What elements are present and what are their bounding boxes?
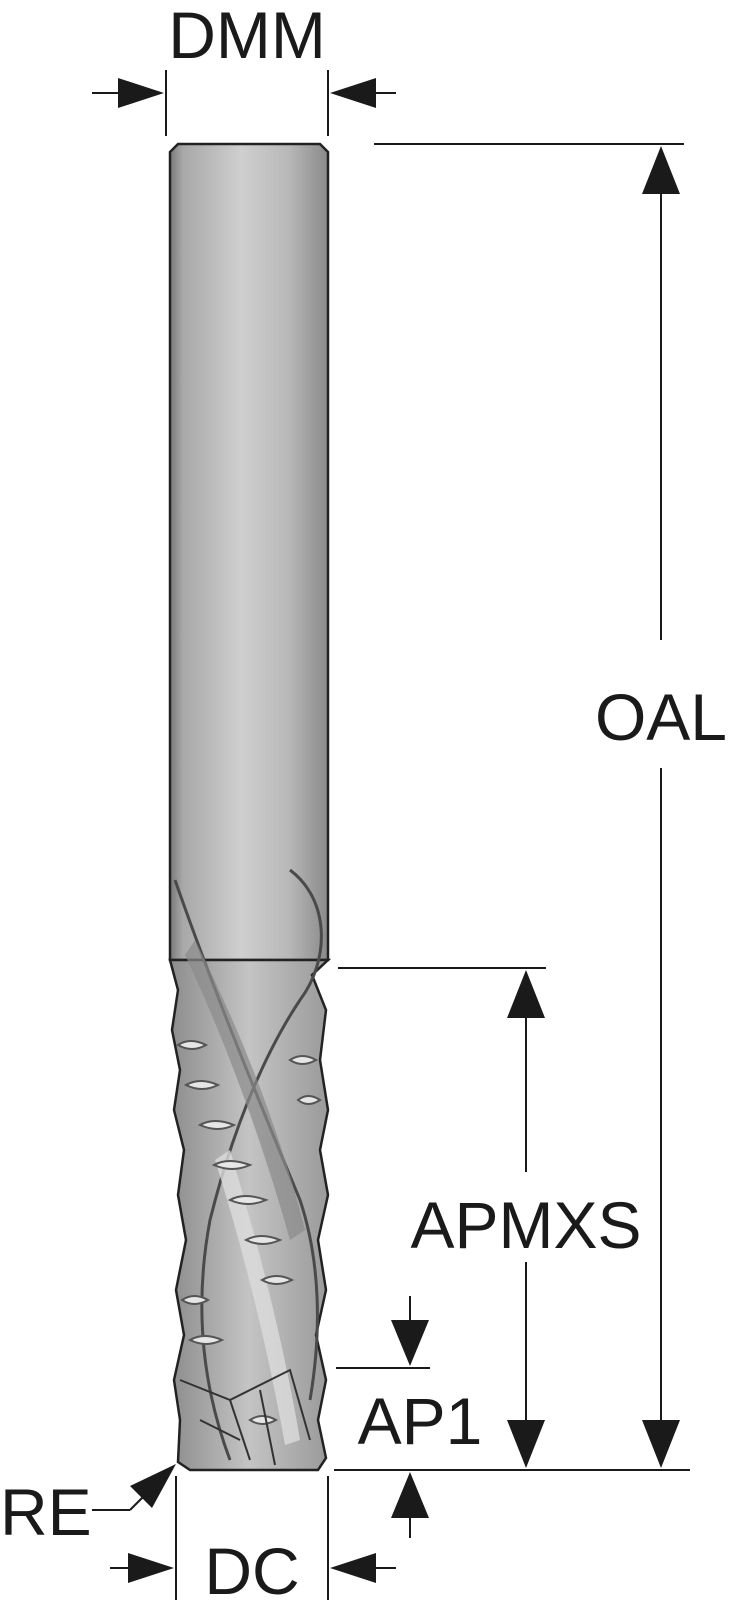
dmm-dimension xyxy=(92,70,396,136)
oal-arrow-top xyxy=(642,146,680,194)
re-callout xyxy=(92,1464,176,1511)
dc-arrow-right xyxy=(330,1553,376,1583)
flute-relief-highlight xyxy=(215,1150,300,1445)
ap1-arrow-bottom xyxy=(391,1472,429,1518)
dc-dimension xyxy=(110,1476,396,1600)
dmm-arrow-left xyxy=(118,78,164,108)
tool-tip-facets xyxy=(179,1368,311,1466)
apmxs-arrow-bottom xyxy=(507,1420,545,1468)
dmm-label: DMM xyxy=(168,0,326,72)
apmxs-dimension xyxy=(338,967,546,1468)
flute-relief-shadow xyxy=(185,940,305,1240)
dc-label: DC xyxy=(204,1534,299,1600)
tool-shank xyxy=(168,142,330,962)
ap1-label: AP1 xyxy=(358,1384,483,1458)
oal-dimension xyxy=(334,143,690,1471)
dmm-arrow-right xyxy=(330,78,376,108)
oal-label: OAL xyxy=(595,680,727,754)
apmxs-label: APMXS xyxy=(410,1188,641,1262)
apmxs-arrow-top xyxy=(507,970,545,1018)
dc-arrow-left xyxy=(128,1553,174,1583)
ap1-arrow-top xyxy=(391,1320,429,1366)
oal-arrow-bottom xyxy=(642,1420,680,1468)
re-arrow xyxy=(130,1464,176,1508)
end-mill-tool xyxy=(168,142,332,1472)
chip-breaker-notches xyxy=(176,1040,322,1425)
flute-helix-secondary xyxy=(200,868,323,1461)
re-label: RE xyxy=(0,1475,92,1549)
ap1-dimension xyxy=(336,1296,430,1538)
